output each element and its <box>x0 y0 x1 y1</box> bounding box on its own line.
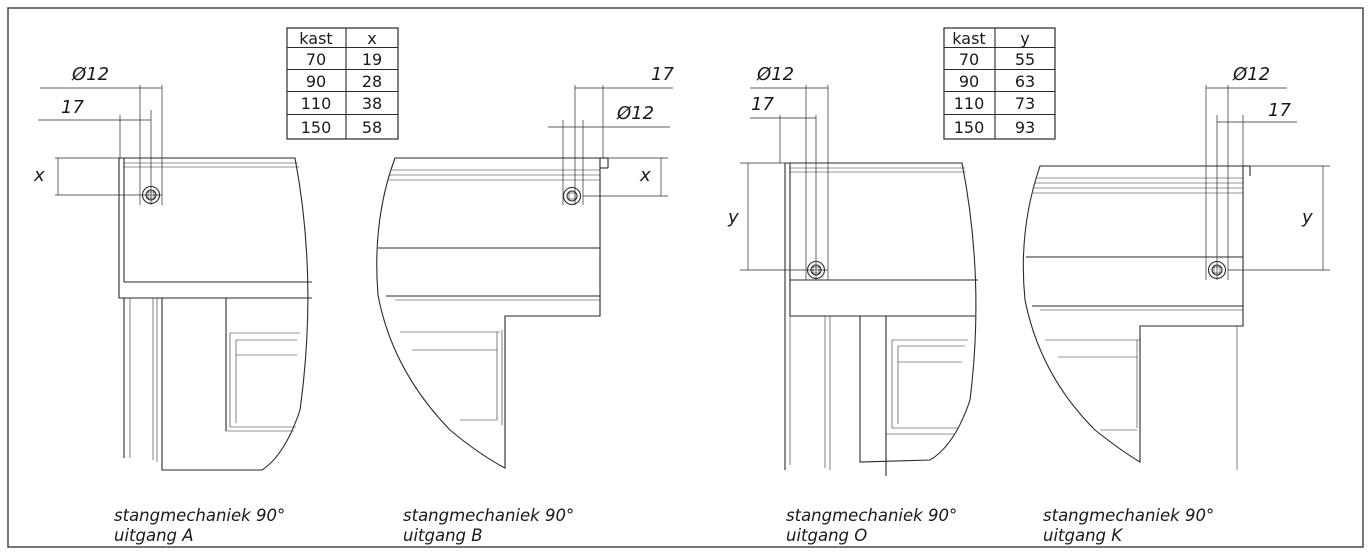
table-y-cell: 63 <box>1015 72 1035 91</box>
table-x-header-kast: kast <box>299 29 332 48</box>
view-b-caption-line2: uitgang B <box>403 526 483 545</box>
table-y-cell: 70 <box>959 50 979 69</box>
table-y-cell: 73 <box>1015 94 1035 113</box>
view-b-diameter-label: Ø12 <box>616 103 654 124</box>
table-x-cell: 90 <box>306 72 326 91</box>
view-k-offset-label: 17 <box>1268 100 1291 121</box>
table-x: kast x 70 19 90 28 110 38 150 58 <box>286 27 399 140</box>
view-b-var-label: x <box>639 165 651 186</box>
table-y-cell: 110 <box>954 94 985 113</box>
table-y-header-kast: kast <box>952 29 985 48</box>
view-o-caption-line1: stangmechaniek 90° <box>786 506 957 525</box>
view-k-var-label: y <box>1301 207 1313 228</box>
view-uitgang-b: 17 Ø12 x stangmechaniek 90° uitgang B <box>376 64 674 545</box>
view-a-offset-label: 17 <box>61 97 84 118</box>
view-a-diameter-label: Ø12 <box>71 64 109 85</box>
view-a-caption-line2: uitgang A <box>114 526 194 545</box>
table-x-cell: 58 <box>362 118 382 137</box>
table-y-header-var: y <box>1020 29 1029 48</box>
view-b-caption-line1: stangmechaniek 90° <box>403 506 574 525</box>
table-x-cell: 19 <box>362 50 382 69</box>
view-o-offset-label: 17 <box>751 94 774 115</box>
view-b-offset-label: 17 <box>651 64 674 85</box>
table-x-header-var: x <box>367 29 376 48</box>
view-k-caption-line2: uitgang K <box>1043 526 1123 545</box>
view-o-diameter-label: Ø12 <box>756 64 794 85</box>
drawing-frame <box>7 7 1364 548</box>
view-uitgang-k: Ø12 17 y stangmechaniek 90° uitgang K <box>1022 64 1330 545</box>
table-x-cell: 110 <box>301 94 332 113</box>
table-y: kast y 70 55 90 63 110 73 150 93 <box>943 27 1056 140</box>
view-o-var-label: y <box>727 207 739 228</box>
table-x-cell: 150 <box>301 118 332 137</box>
table-y-cell: 150 <box>954 118 985 137</box>
table-y-cell: 93 <box>1015 118 1035 137</box>
table-x-cell: 70 <box>306 50 326 69</box>
table-x-cell: 28 <box>362 72 382 91</box>
view-a-caption-line1: stangmechaniek 90° <box>114 506 285 525</box>
view-o-caption-line2: uitgang O <box>786 526 867 545</box>
table-y-cell: 90 <box>959 72 979 91</box>
view-k-diameter-label: Ø12 <box>1232 64 1270 85</box>
view-k-caption-line1: stangmechaniek 90° <box>1043 506 1214 525</box>
view-a-var-label: x <box>33 165 45 186</box>
table-x-cell: 38 <box>362 94 382 113</box>
view-uitgang-o: Ø12 17 y stangmechaniek 90° uitgang O <box>727 64 978 545</box>
table-y-cell: 55 <box>1015 50 1035 69</box>
view-uitgang-a: Ø12 17 x stangmechaniek 90° uitgang A <box>33 64 312 545</box>
